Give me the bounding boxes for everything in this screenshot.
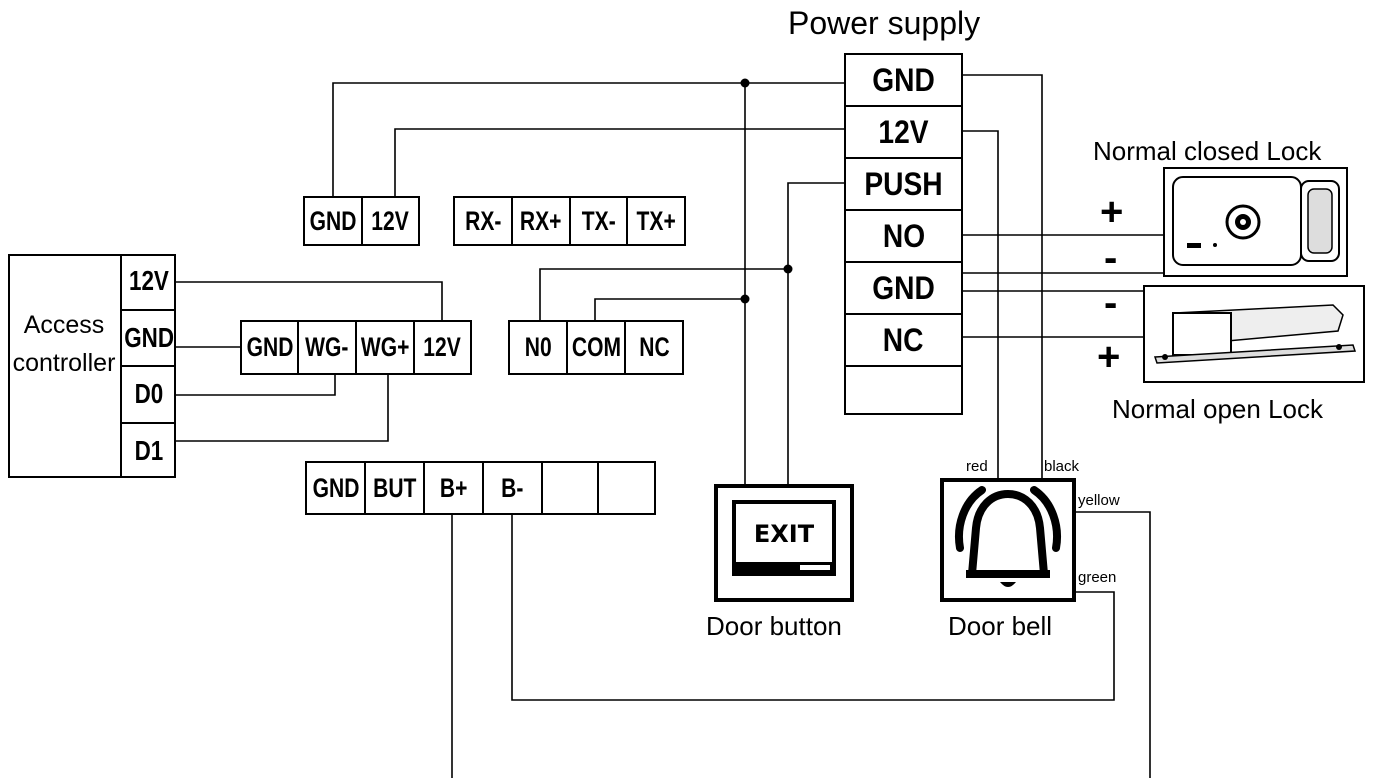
wire-label-yellow: yellow	[1078, 492, 1120, 509]
wire-no-relay	[539, 268, 788, 320]
wire-bell-green	[511, 515, 1115, 701]
nc-lock-plus: +	[1100, 190, 1124, 234]
no-lock-image	[1143, 285, 1365, 383]
wire-label-green: green	[1078, 569, 1117, 586]
terminal-rx-minus[interactable]: RX-	[455, 198, 513, 244]
nc-lock-icon	[1163, 167, 1348, 277]
terminal-b-plus[interactable]: B+	[425, 463, 484, 513]
ac-pin-12v[interactable]: 12V	[120, 254, 176, 311]
no-lock-icon	[1143, 285, 1365, 383]
nc-lock-minus: -	[1104, 236, 1118, 280]
wire-label-red: red	[966, 458, 988, 475]
terminal-blank-2	[599, 463, 654, 513]
psu-terminal-12v[interactable]: 12V	[846, 107, 961, 159]
psu-terminal-blank	[846, 367, 961, 413]
ac-pin-gnd[interactable]: GND	[120, 310, 176, 367]
terminal-wg-gnd[interactable]: GND	[242, 322, 299, 373]
ac-pin-d1[interactable]: D1	[120, 423, 176, 478]
exit-button-icon	[714, 484, 854, 602]
terminal-wg-12v[interactable]: 12V	[423, 332, 462, 362]
terminal-but[interactable]: BUT	[366, 463, 425, 513]
terminal-wg-minus[interactable]: WG-	[299, 322, 357, 373]
terminal-wg-plus[interactable]: WG+	[357, 322, 415, 373]
psu-terminal-gnd-2[interactable]: GND	[846, 263, 961, 315]
door-button-label: Door button	[706, 611, 842, 641]
terminal-block-button: GND BUT B+ B-	[305, 461, 656, 515]
ac-pin-d0[interactable]: D0	[120, 367, 176, 424]
wire-ac-d1	[176, 375, 389, 442]
no-lock-plus: +	[1097, 335, 1121, 379]
wire-com	[594, 298, 745, 320]
terminal-gnd[interactable]: GND	[305, 198, 363, 244]
wire-gnd-top	[332, 82, 844, 196]
access-controller-label: Access controller	[12, 311, 116, 377]
psu-terminal-nc[interactable]: NC	[846, 315, 961, 367]
exit-text: EXIT	[753, 520, 815, 548]
no-lock-minus: -	[1104, 281, 1118, 325]
wire-12v-top	[394, 128, 844, 196]
wire-push	[787, 182, 844, 484]
wire-ac-d0	[176, 375, 336, 396]
wire-bell-red	[963, 130, 999, 484]
psu-terminal-gnd[interactable]: GND	[846, 55, 961, 107]
wire-bell-black	[963, 74, 1043, 484]
access-controller-pins: 12V GND D0 D1	[120, 254, 176, 478]
terminal-block-power: GND 12V	[303, 196, 420, 246]
wire-label-black: black	[1044, 458, 1080, 475]
terminal-block-relay: N0 COM NC	[508, 320, 684, 375]
terminal-rx-plus[interactable]: RX+	[513, 198, 571, 244]
terminal-tx-plus[interactable]: TX+	[636, 205, 676, 236]
terminal-block-rs485: RX- RX+ TX- TX+	[453, 196, 686, 246]
terminal-nc[interactable]: NC	[638, 332, 670, 362]
terminal-12v[interactable]: 12V	[371, 205, 410, 236]
door-bell	[940, 478, 1076, 602]
power-supply-title: Power supply	[788, 5, 981, 41]
terminal-com[interactable]: COM	[568, 322, 626, 373]
nc-lock-label: Normal closed Lock	[1093, 136, 1322, 166]
door-button: EXIT	[714, 484, 854, 602]
wire-bell-yellow	[1075, 511, 1151, 778]
bell-icon	[940, 478, 1076, 602]
terminal-n0[interactable]: N0	[510, 322, 568, 373]
terminal-b-minus[interactable]: B-	[484, 463, 543, 513]
wire-ac-12v	[176, 281, 443, 320]
terminal-blank-1	[543, 463, 599, 513]
psu-terminal-push[interactable]: PUSH	[846, 159, 961, 211]
terminal-tx-minus[interactable]: TX-	[571, 198, 628, 244]
psu-terminal-no[interactable]: NO	[846, 211, 961, 263]
no-lock-label: Normal open Lock	[1112, 394, 1323, 424]
terminal-btn-gnd[interactable]: GND	[307, 463, 366, 513]
nc-lock-image	[1163, 167, 1348, 277]
door-bell-label: Door bell	[948, 611, 1053, 641]
terminal-block-wiegand: GND WG- WG+ 12V	[240, 320, 472, 375]
power-supply-terminals: GND 12V PUSH NO GND NC	[844, 53, 963, 415]
